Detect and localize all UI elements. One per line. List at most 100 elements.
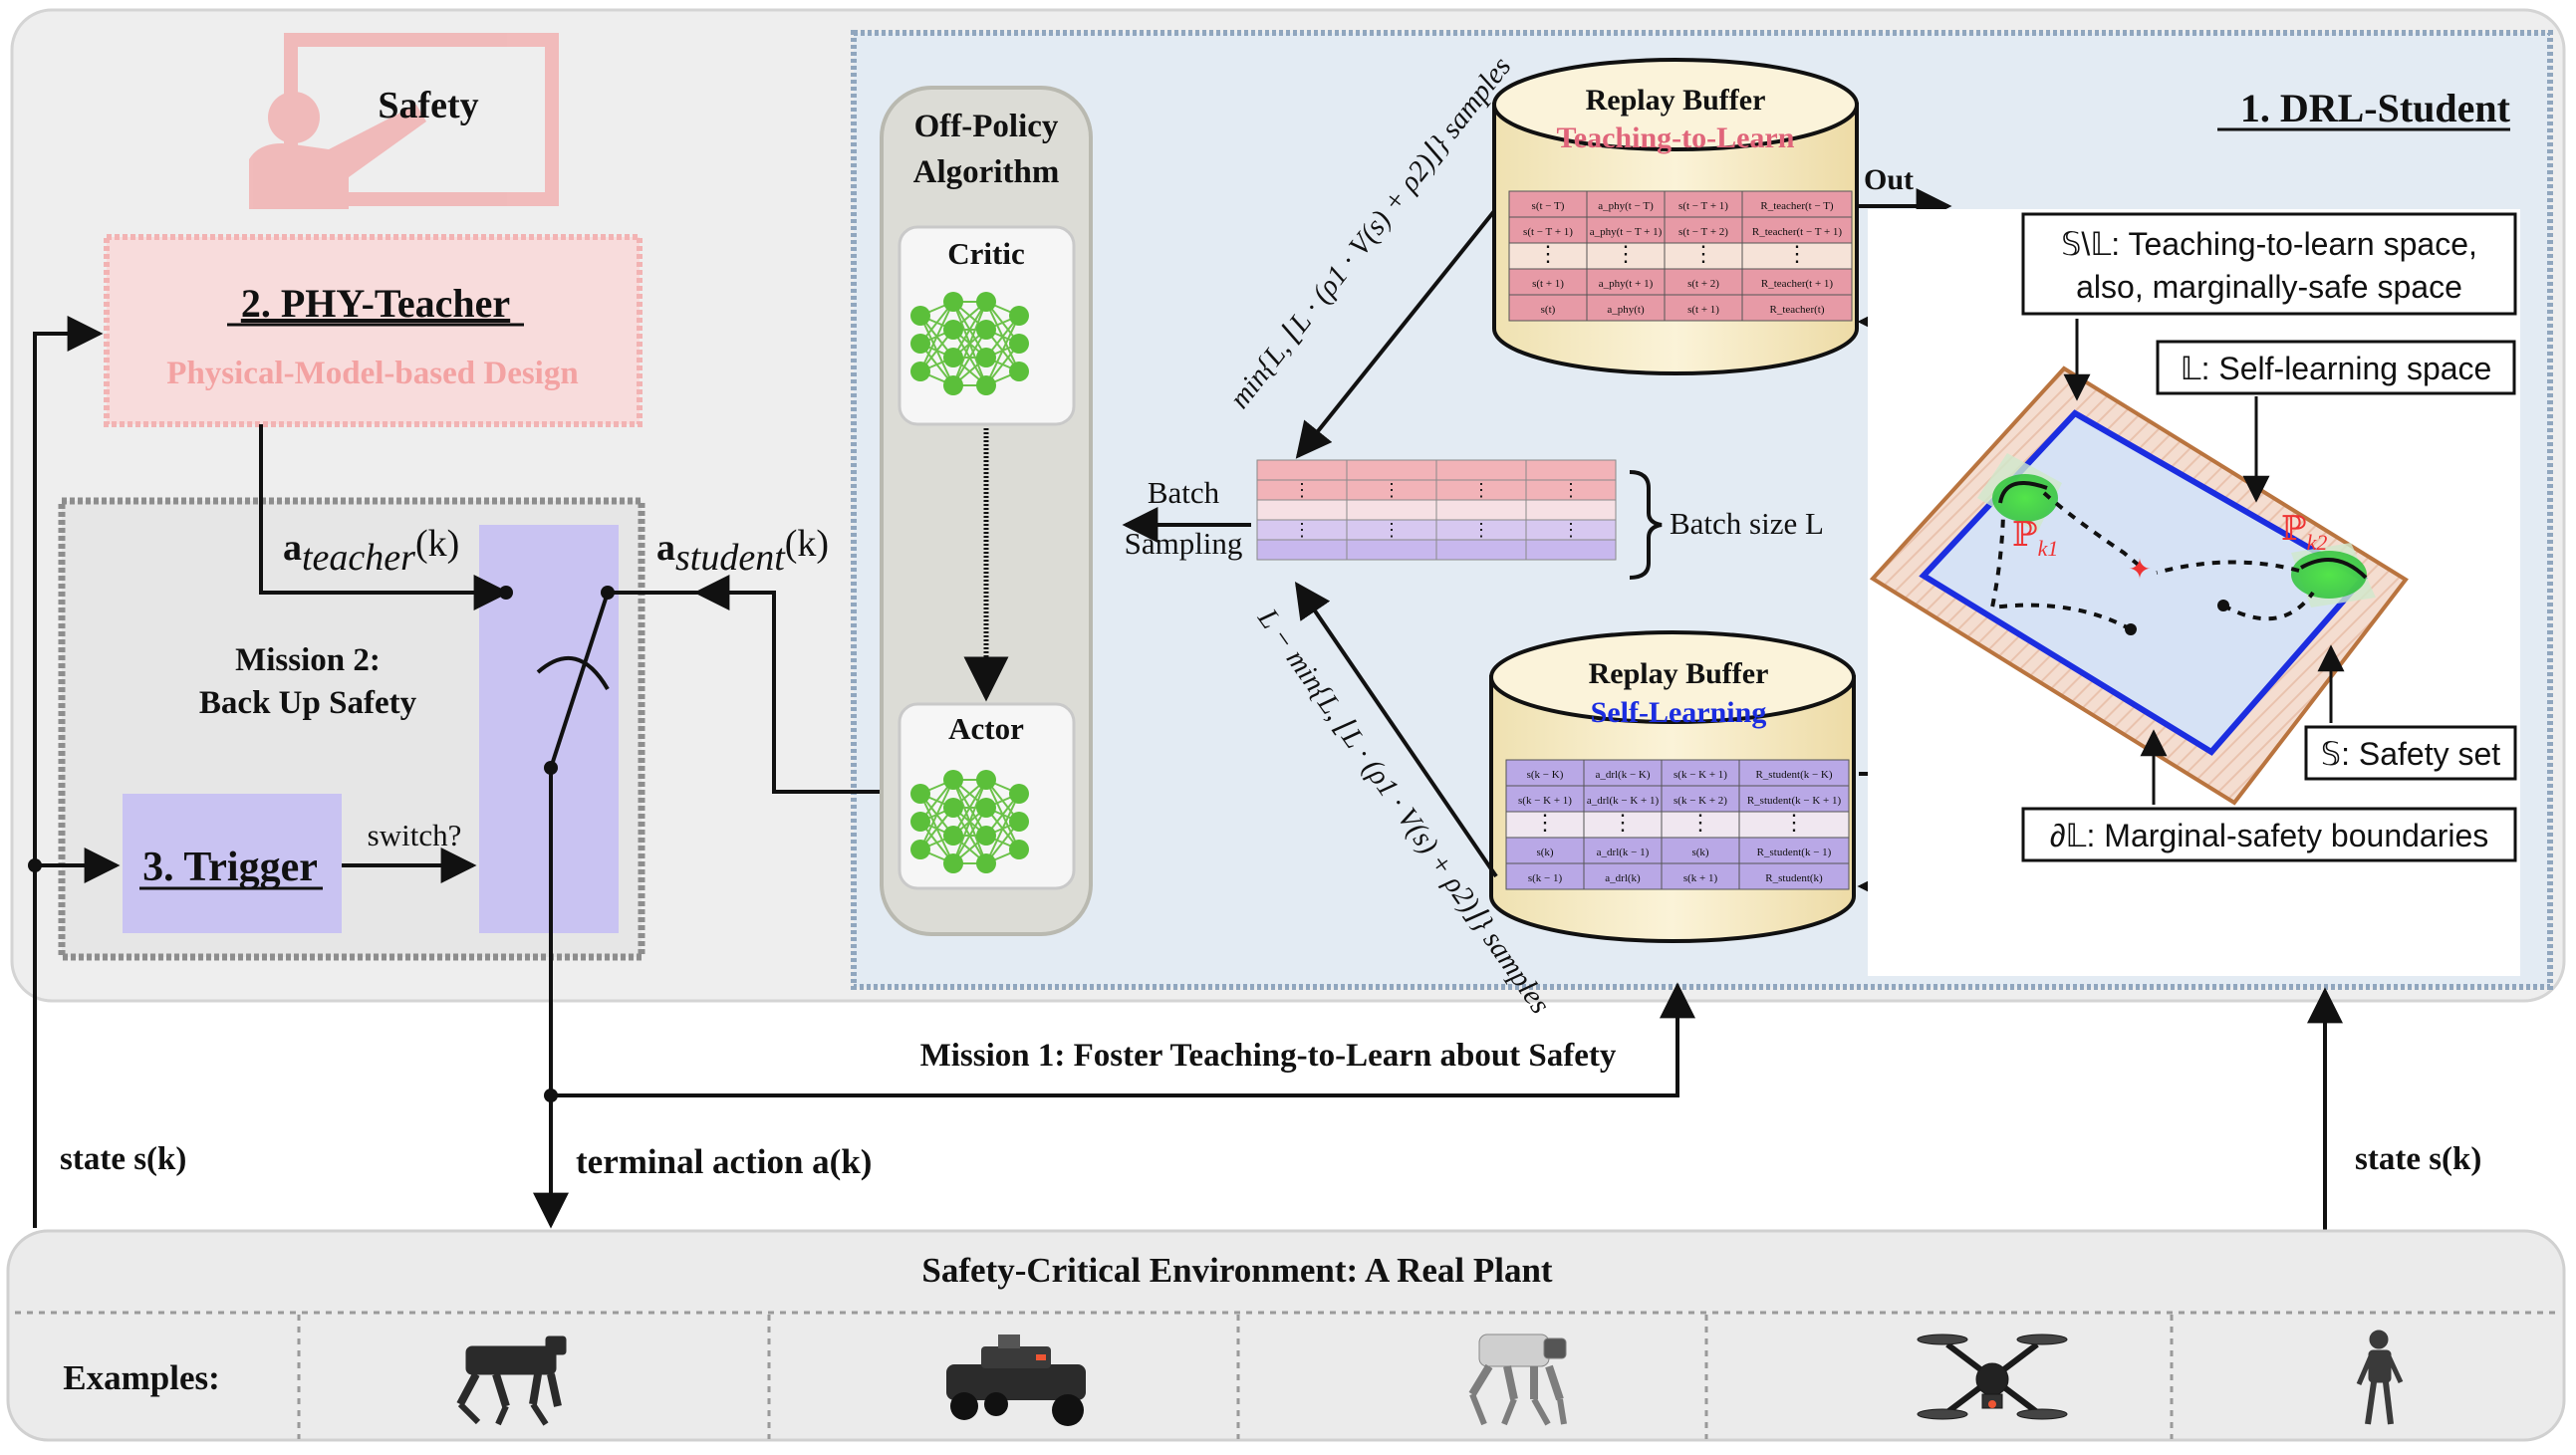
- quadruped-robot-icon: [456, 1335, 567, 1426]
- buffer-cell: [1741, 294, 1853, 322]
- environment-panel: [6, 1229, 2566, 1442]
- batch-cell: [1525, 499, 1617, 521]
- state-right-label: state s(k): [2355, 1141, 2481, 1177]
- state-left-label: state s(k): [60, 1141, 186, 1177]
- patch-k1: [1977, 453, 2062, 533]
- batch-cell-mark: ⋮: [1293, 480, 1311, 500]
- self-learning-buffer-table: s(k − K) a_drl(k − K) s(k − K + 1) R_studen…: [1505, 759, 1850, 890]
- buffer-cell-text: a_phy(t − T): [1598, 200, 1654, 212]
- buffer-cell-text: s(k − K + 1): [1518, 795, 1572, 807]
- drl-student-title: 1. DRL-Student: [2240, 86, 2511, 130]
- buffer-cell-text: a_drl(k − 1): [1597, 847, 1650, 858]
- buffer-cell-text: s(k): [1536, 847, 1553, 858]
- buffer-cell-text: ⋮: [1783, 810, 1805, 835]
- environment-title: Safety-Critical Environment: A Real Plan…: [921, 1251, 1553, 1290]
- neuron-node: [943, 770, 963, 790]
- batch-cell: [1346, 499, 1437, 521]
- buffer-cell-text: ⋮: [1534, 810, 1556, 835]
- buffer-cell-text: R_teacher(t − T + 1): [1752, 226, 1843, 238]
- teacher-icon: [249, 33, 559, 209]
- buffer-cell-text: R_student(k − K): [1755, 769, 1832, 781]
- batch-cell-mark: ⋮: [1562, 520, 1580, 540]
- self-buffer-title: Replay Buffer: [1589, 657, 1769, 690]
- callout-teach-box: [2021, 212, 2517, 316]
- neuron-node: [1009, 812, 1029, 832]
- buffer-cell-text: a_drl(k − K): [1595, 769, 1650, 781]
- batch-cell-mark: ⋮: [1383, 520, 1401, 540]
- patch-k2-label: ℙk2: [2281, 511, 2327, 555]
- buffer-cell-text: s(k + 1): [1683, 872, 1718, 884]
- algorithm-line2: Algorithm: [913, 154, 1060, 190]
- buffer-cell: [1741, 216, 1853, 244]
- buffer-cell: [1583, 785, 1663, 813]
- batch-cell: [1435, 499, 1527, 521]
- neuron-node: [1009, 306, 1029, 326]
- buffer-cell-text: s(k − K + 1): [1674, 769, 1727, 781]
- patch-k1-label: ℙk1: [2012, 517, 2058, 561]
- neuron-node: [976, 798, 996, 818]
- batch-cell: [1256, 499, 1348, 521]
- buffer-cell-text: ⋮: [1689, 810, 1711, 835]
- buffer-cell: [1508, 216, 1588, 244]
- mission2-line2: Back Up Safety: [199, 685, 417, 721]
- batch-label-line2: Sampling: [1125, 526, 1243, 561]
- buffer-cell: [1664, 216, 1743, 244]
- neuron-node: [976, 853, 996, 873]
- buffer-cell-text: ⋮: [1612, 810, 1634, 835]
- buffer-cell-text: R_student(k − 1): [1757, 847, 1832, 858]
- neuron-node: [943, 320, 963, 340]
- buffer-cell: [1741, 190, 1853, 218]
- callout-teach-line1: 𝕊\𝕃: Teaching-to-learn space,: [2061, 226, 2477, 262]
- teaching-buffer-subtitle: Teaching-to-Learn: [1557, 121, 1795, 154]
- a-student-label: astudent(k): [656, 523, 829, 579]
- batch-cell: [1525, 539, 1617, 561]
- buffer-cell-text: ⋮: [1615, 241, 1637, 266]
- neuron-node: [976, 826, 996, 846]
- critic-network-icon: [910, 292, 1029, 395]
- trigger-label: 3. Trigger: [142, 845, 318, 890]
- buffer-cell: [1738, 785, 1850, 813]
- buffer-cell: [1738, 837, 1850, 864]
- teacher-out-label: Out: [1864, 163, 1914, 196]
- batch-label-line1: Batch: [1148, 475, 1220, 510]
- buffer-cell-text: s(t − T): [1532, 200, 1565, 212]
- callout-safety-box: [2304, 725, 2517, 781]
- buffer-cell-text: s(k − K): [1527, 769, 1564, 781]
- buffer-cell: [1508, 190, 1588, 218]
- neuron-node: [910, 784, 930, 804]
- batch-cell-mark: ⋮: [1383, 480, 1401, 500]
- buffer-cell-text: R_teacher(t − T): [1760, 200, 1834, 212]
- batch-cell: [1435, 539, 1527, 561]
- callout-self-box: [2156, 340, 2516, 395]
- buffer-cell-text: s(t): [1541, 304, 1556, 316]
- buffer-cell: [1661, 785, 1740, 813]
- buffer-cell: [1661, 862, 1740, 890]
- buffer-cell: [1508, 242, 1588, 270]
- batch-cell: [1256, 459, 1348, 481]
- neuron-node: [976, 292, 996, 312]
- batch-cell-mark: ⋮: [1472, 480, 1490, 500]
- batch-cell: [1435, 459, 1527, 481]
- buffer-cell: [1583, 837, 1663, 864]
- batch-cell-mark: ⋮: [1562, 480, 1580, 500]
- buffer-cell-text: ⋮: [1537, 241, 1559, 266]
- buffer-cell-text: s(t − T + 1): [1678, 200, 1728, 212]
- neuron-node: [910, 306, 930, 326]
- buffer-cell-text: ⋮: [1786, 241, 1808, 266]
- examples-label: Examples:: [63, 1358, 220, 1397]
- callout-teach-line2: also, marginally-safe space: [2076, 269, 2462, 305]
- batch-table: ⋮⋮⋮⋮⋮⋮⋮⋮: [1256, 459, 1617, 561]
- neuron-node: [1009, 334, 1029, 354]
- phy-teacher-title: 2. PHY-Teacher: [241, 281, 510, 326]
- student-action-wire: [693, 575, 902, 794]
- buffer-cell-text: R_teacher(t + 1): [1761, 278, 1834, 290]
- buffer-cell-text: s(t − T + 1): [1523, 226, 1573, 238]
- batch-cell-mark: ⋮: [1293, 520, 1311, 540]
- teacher-sampling-arrow: [1295, 209, 1496, 459]
- buffer-cell-text: R_student(k): [1765, 872, 1823, 884]
- algorithm-line1: Off-Policy: [914, 109, 1059, 144]
- callout-boundary-box: [2021, 807, 2517, 862]
- buffer-cell-text: s(t + 2): [1687, 278, 1719, 290]
